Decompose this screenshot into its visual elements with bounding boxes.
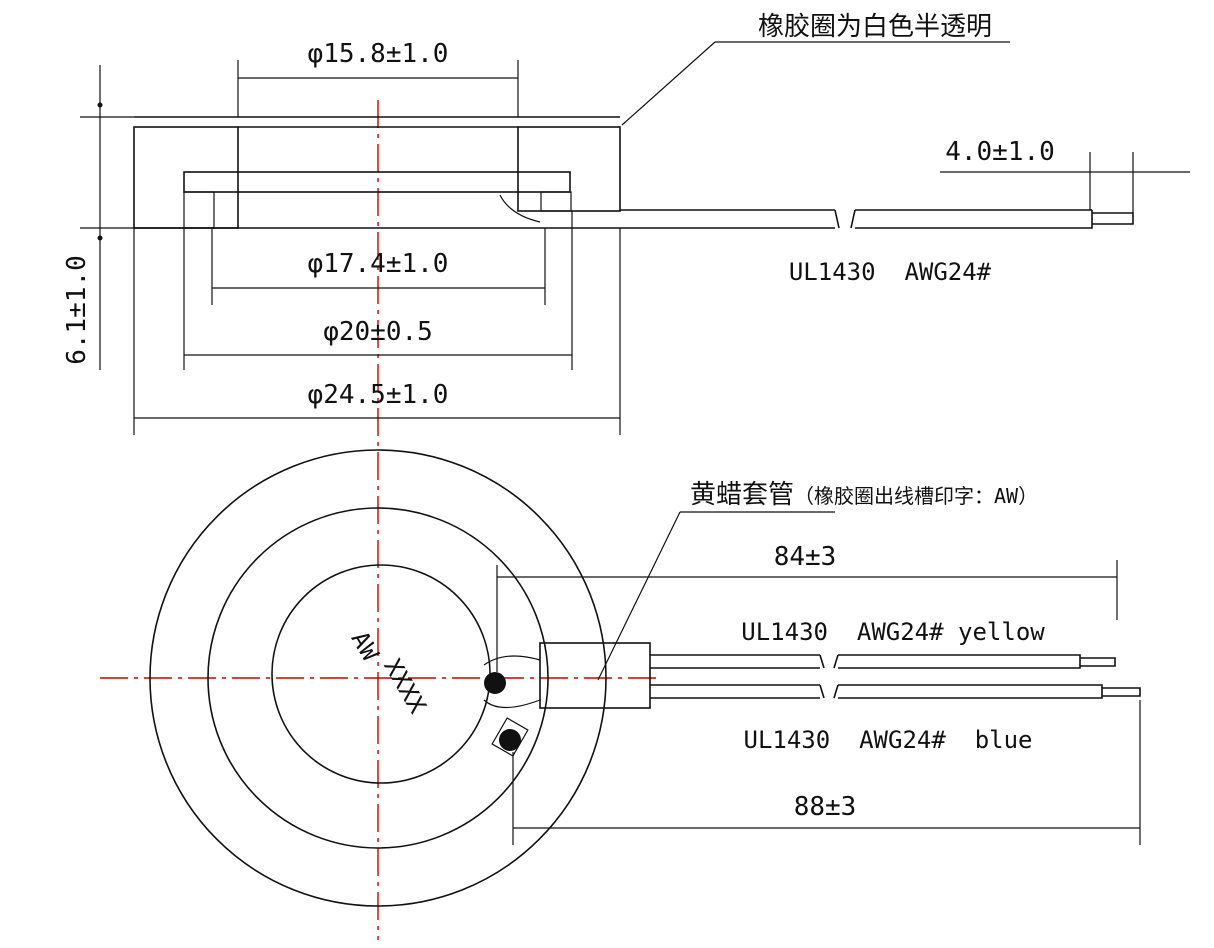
disc-mark-xxxx: XXXX: [378, 654, 431, 719]
wire-label-top: UL1430 AWG24#: [789, 258, 992, 286]
side-section-view: [133, 116, 1134, 229]
wire-label-blue: UL1430 AWG24# blue: [744, 726, 1033, 754]
dim-strip: 4.0±1.0: [945, 137, 1055, 167]
disc-mark-aw: AW: [346, 626, 385, 666]
dim-blue-length: 88±3: [794, 792, 857, 822]
rubber-ring-note: 橡胶圈为白色半透明: [758, 12, 992, 42]
wire-label-yellow: UL1430 AWG24# yellow: [741, 618, 1045, 646]
dim-disc: φ20±0.5: [323, 317, 433, 347]
sleeve-note-detail: （橡胶圈出线槽印字：AW）: [794, 484, 1038, 508]
dim-yellow-length: 84±3: [774, 542, 837, 572]
dim-plate: φ17.4±1.0: [308, 249, 449, 279]
sleeve-note: 黄蜡套管（橡胶圈出线槽印字：AW）: [690, 480, 1038, 510]
dim-height: 6.1±1.0: [62, 255, 92, 365]
plan-view: [149, 449, 1141, 907]
dim-inner-top: φ15.8±1.0: [308, 39, 449, 69]
sleeve-note-main: 黄蜡套管: [690, 480, 794, 510]
dimension-lines-top: [80, 41, 1190, 435]
dim-outer: φ24.5±1.0: [308, 380, 449, 410]
